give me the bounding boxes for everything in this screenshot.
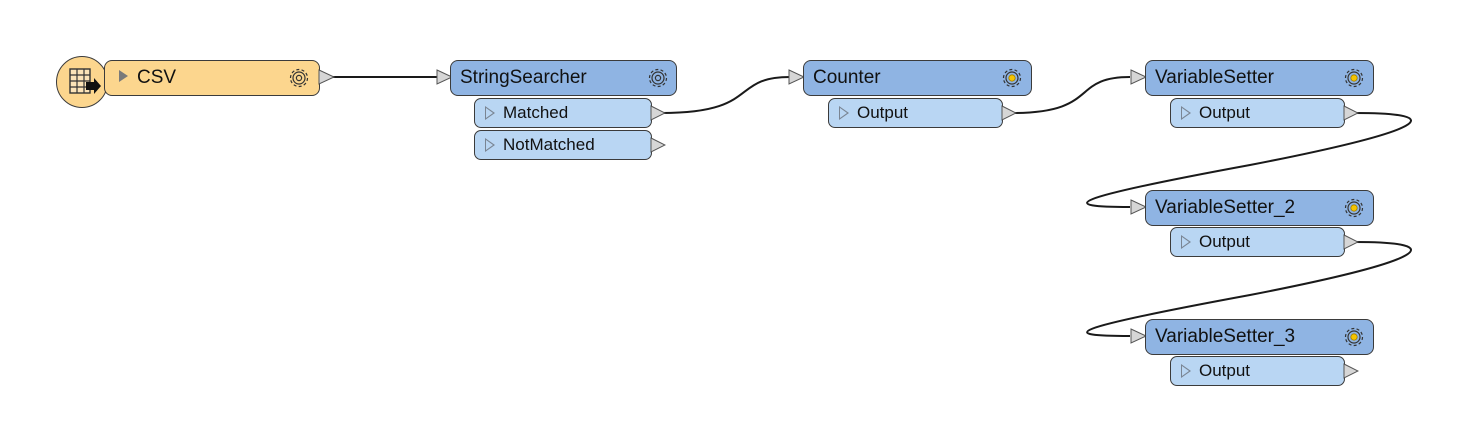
port-matched[interactable]: Matched xyxy=(474,98,652,128)
port-arrow-icon xyxy=(1181,106,1191,120)
port-arrow-icon xyxy=(485,138,495,152)
port-output[interactable]: Output xyxy=(828,98,1003,128)
stringsearcher-title: StringSearcher xyxy=(460,67,587,88)
settings-gear-active-icon[interactable] xyxy=(1000,66,1024,90)
port-arrow-icon xyxy=(485,106,495,120)
link-matched-to-counter xyxy=(661,76,791,114)
output-arrow-variablesetter2-icon[interactable] xyxy=(1343,234,1359,250)
csv-reader-node[interactable]: CSV xyxy=(104,60,320,96)
variablesetter-node[interactable]: VariableSetter xyxy=(1145,60,1374,96)
port-arrow-icon xyxy=(1181,364,1191,378)
port-arrow-icon xyxy=(839,106,849,120)
variablesetter3-node[interactable]: VariableSetter_3 xyxy=(1145,319,1374,355)
port-label: Matched xyxy=(503,103,569,122)
output-arrow-matched-icon[interactable] xyxy=(650,105,666,121)
output-arrow-variablesetter3-icon[interactable] xyxy=(1343,363,1359,379)
csv-reader-icon-badge[interactable] xyxy=(56,56,108,108)
port-output[interactable]: Output xyxy=(1170,227,1345,257)
reader-expand-arrow-icon[interactable] xyxy=(119,70,128,82)
output-arrow-notmatched-icon[interactable] xyxy=(650,137,666,153)
settings-gear-active-icon[interactable] xyxy=(1342,196,1366,220)
reader-title: CSV xyxy=(137,67,177,88)
variablesetter2-title: VariableSetter_2 xyxy=(1155,197,1296,218)
port-label: Output xyxy=(1199,232,1251,251)
input-arrow-variablesetter2 xyxy=(1130,199,1148,215)
output-arrow-csv-icon[interactable] xyxy=(318,68,336,86)
port-label: Output xyxy=(857,103,909,122)
csv-table-reader-icon xyxy=(69,68,101,94)
variablesetter2-node[interactable]: VariableSetter_2 xyxy=(1145,190,1374,226)
input-arrow-variablesetter3 xyxy=(1130,328,1148,344)
input-arrow-counter xyxy=(788,69,806,85)
variablesetter3-title: VariableSetter_3 xyxy=(1155,326,1296,347)
settings-gear-active-icon[interactable] xyxy=(1342,66,1366,90)
port-label: NotMatched xyxy=(503,135,595,154)
port-output[interactable]: Output xyxy=(1170,356,1345,386)
output-arrow-variablesetter-icon[interactable] xyxy=(1343,105,1359,121)
input-arrow-variablesetter xyxy=(1130,69,1148,85)
settings-gear-icon[interactable] xyxy=(287,66,311,90)
port-arrow-icon xyxy=(1181,235,1191,249)
port-output[interactable]: Output xyxy=(1170,98,1345,128)
output-arrow-counter-icon[interactable] xyxy=(1001,105,1017,121)
port-label: Output xyxy=(1199,361,1251,380)
stringsearcher-node[interactable]: StringSearcher xyxy=(450,60,677,96)
counter-node[interactable]: Counter xyxy=(803,60,1032,96)
port-notmatched[interactable]: NotMatched xyxy=(474,130,652,160)
counter-title: Counter xyxy=(813,67,881,88)
variablesetter-title: VariableSetter xyxy=(1155,67,1274,88)
settings-gear-active-icon[interactable] xyxy=(1342,325,1366,349)
port-label: Output xyxy=(1199,103,1251,122)
settings-gear-icon[interactable] xyxy=(646,66,670,90)
